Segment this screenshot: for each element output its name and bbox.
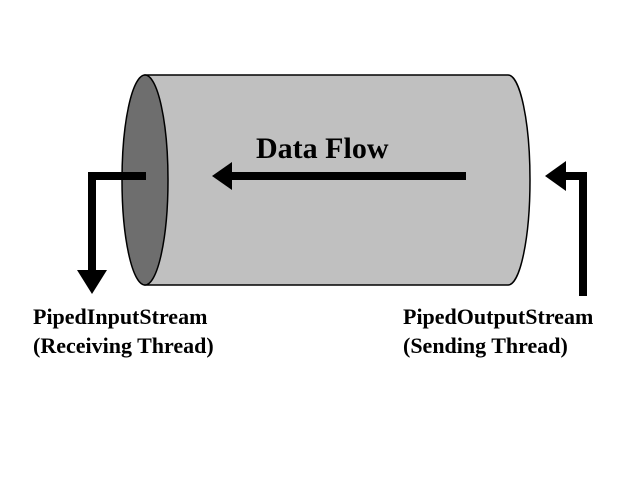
data-flow-label: Data Flow — [256, 132, 389, 165]
receiving-thread-label: (Receiving Thread) — [33, 333, 214, 358]
data-flow-arrow — [212, 162, 466, 190]
sending-thread-label: (Sending Thread) — [403, 333, 568, 358]
piped-output-stream-label: PipedOutputStream — [403, 304, 594, 329]
piped-input-stream-label: PipedInputStream — [33, 304, 208, 329]
sending-arrow — [545, 161, 587, 296]
receiving-arrow — [77, 172, 146, 294]
